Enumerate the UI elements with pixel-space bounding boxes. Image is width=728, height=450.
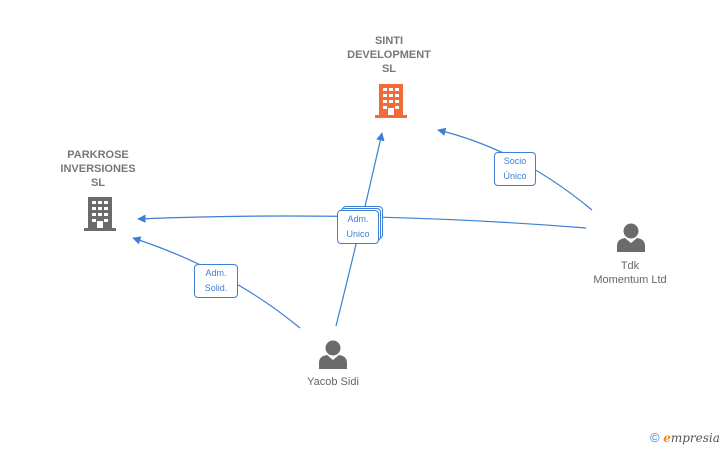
edge-label-line: Adm. — [205, 268, 227, 278]
label-line: SL — [90, 177, 106, 189]
label-line: SL — [381, 63, 397, 75]
edge-label-stack: Adm. Unico — [337, 206, 383, 244]
brand-logo: empresia — [663, 431, 720, 445]
label-line: Momentum Ltd — [593, 274, 667, 286]
label-line: Tdk — [620, 260, 640, 272]
label-line: INVERSIONES — [60, 163, 136, 175]
label-line: Yacob Sidi — [307, 376, 359, 388]
company-label-parkrose[interactable]: PARKROSE INVERSIONES SL — [38, 148, 158, 190]
empresia-watermark: © empresia — [650, 430, 720, 445]
company-label-sinti[interactable]: SINTI DEVELOPMENT SL — [329, 34, 449, 76]
label-line: SINTI — [374, 35, 404, 47]
brand-rest: mpresia — [670, 431, 720, 445]
person-label-yacob[interactable]: Yacob Sidi — [273, 375, 393, 389]
building-icon[interactable] — [84, 197, 116, 231]
building-icon[interactable] — [375, 84, 407, 118]
copyright-symbol: © — [650, 430, 660, 445]
person-icon[interactable] — [319, 340, 347, 370]
label-line: DEVELOPMENT — [347, 49, 431, 61]
edge-label-line: Adm. — [347, 214, 369, 224]
edge-label-adm-unico[interactable]: Adm. Unico — [337, 206, 383, 244]
edge-label-adm-solid[interactable]: Adm. Solid. — [194, 264, 238, 298]
label-line: PARKROSE — [67, 149, 129, 161]
edge-label-line: Solid. — [204, 283, 228, 293]
person-label-tdk[interactable]: Tdk Momentum Ltd — [570, 259, 690, 287]
brand-initial: e — [663, 431, 671, 445]
edge-label-line: Socio — [503, 156, 527, 166]
edge-label-line: Único — [503, 171, 527, 181]
edge-label-line: Unico — [346, 229, 370, 239]
edge-label-socio-unico[interactable]: Socio Único — [494, 152, 536, 186]
person-icon[interactable] — [617, 223, 645, 253]
